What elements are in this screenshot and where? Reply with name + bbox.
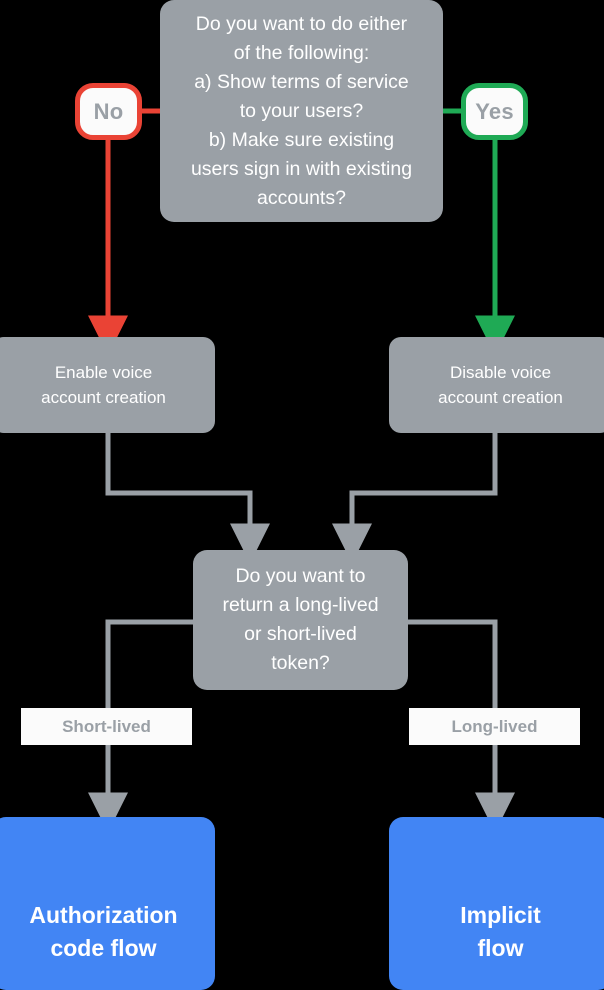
question-1-line-4: to your users? (239, 99, 364, 122)
process-node-disable-voice-text: Disable voice account creation (438, 360, 563, 410)
implicit-flow-line-2: flow (477, 934, 524, 961)
terminal-node-implicit-flow-text: Implicit flow (460, 899, 541, 965)
enable-voice-line-1: Enable voice (54, 363, 153, 382)
edge-label-short-lived: Short-lived (21, 708, 192, 745)
enable-voice-line-2: account creation (41, 388, 166, 407)
answer-node-no-label: No (93, 98, 124, 124)
disable-voice-line-1: Disable voice (449, 363, 552, 382)
process-node-enable-voice-account-creation[interactable]: Enable voice account creation (0, 337, 215, 433)
question-1-line-7: accounts? (257, 186, 346, 209)
authorization-code-flow-line-2: code flow (50, 934, 157, 961)
answer-node-yes-label: Yes (475, 98, 514, 124)
decision-node-question-1[interactable]: Do you want to do either of the followin… (160, 0, 443, 222)
terminal-node-authorization-code-flow-text: Authorization code flow (29, 899, 177, 965)
terminal-node-authorization-code-flow[interactable]: Authorization code flow (0, 817, 215, 990)
answer-node-yes[interactable]: Yes (461, 83, 528, 140)
question-1-line-2: of the following: (233, 41, 370, 64)
disable-voice-line-2: account creation (438, 388, 563, 407)
decision-node-question-2[interactable]: Do you want to return a long-lived or sh… (193, 550, 408, 690)
edge-label-short-lived-text: Short-lived (62, 716, 151, 736)
question-1-line-5: b) Make sure existing (208, 128, 395, 151)
question-2-line-3: or short-lived (244, 623, 357, 645)
question-2-line-4: token? (271, 652, 330, 674)
link-enable-voice-to-question2 (105, 433, 270, 564)
authorization-code-flow-line-1: Authorization (29, 901, 178, 928)
decision-node-question-1-text: Do you want to do either of the followin… (191, 10, 412, 213)
question-2-line-1: Do you want to (235, 565, 366, 587)
process-node-disable-voice-account-creation[interactable]: Disable voice account creation (389, 337, 604, 433)
edge-label-long-lived-text: Long-lived (451, 716, 538, 736)
question-1-line-3: a) Show terms of service (194, 70, 409, 93)
edge-label-long-lived: Long-lived (409, 708, 580, 745)
implicit-flow-line-1: Implicit (460, 901, 541, 928)
question-2-line-2: return a long-lived (222, 594, 379, 616)
question-1-line-1: Do you want to do either (195, 12, 408, 35)
link-disable-voice-to-question2 (332, 433, 498, 564)
answer-node-no[interactable]: No (75, 83, 142, 140)
question-1-line-6: users sign in with existing (190, 157, 413, 180)
terminal-node-implicit-flow[interactable]: Implicit flow (389, 817, 604, 990)
process-node-enable-voice-text: Enable voice account creation (41, 360, 166, 410)
decision-node-question-2-text: Do you want to return a long-lived or sh… (222, 562, 378, 678)
